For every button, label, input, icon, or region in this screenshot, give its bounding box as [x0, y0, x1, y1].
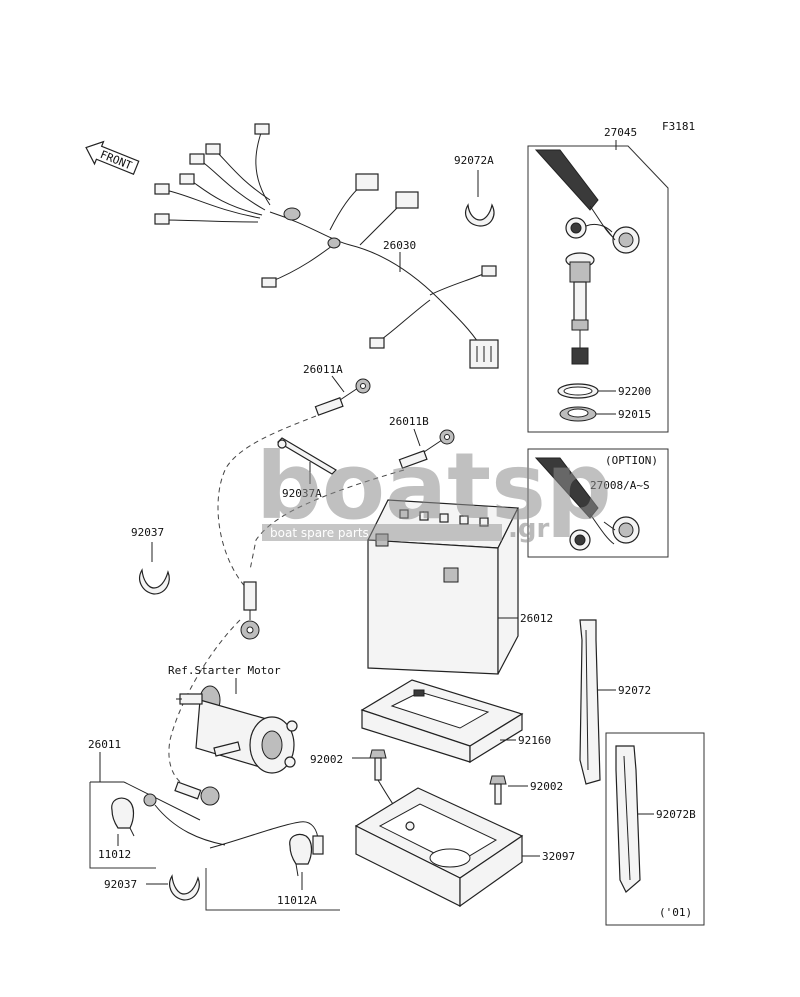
- year-note: ('01): [659, 906, 692, 919]
- callout-92037-upper: 92037: [131, 526, 164, 539]
- clamp-92037-upper-drawing: [139, 568, 170, 595]
- bolt-92002-right-drawing: [489, 775, 507, 805]
- front-arrow-icon: FRONT: [85, 140, 140, 176]
- cable-route-dashed: [217, 415, 317, 593]
- cable-26011b-drawing: [398, 429, 455, 469]
- strap-92072b-drawing: [615, 745, 641, 893]
- callout-92072: 92072: [618, 684, 651, 697]
- wire-harness-drawing: [154, 123, 499, 369]
- callout-26012: 26012: [520, 612, 553, 625]
- reference-label: Ref.Starter Motor: [168, 664, 281, 677]
- callout-27045: 27045: [604, 126, 637, 139]
- watermark-tagline: boat spare parts: [270, 526, 369, 540]
- battery-case-drawing: [354, 787, 524, 908]
- callout-11012: 11012: [98, 848, 131, 861]
- bolt-92002-left-drawing: [369, 749, 387, 781]
- cable-26011-bracket: [89, 782, 156, 869]
- starter-motor-drawing: [176, 685, 298, 774]
- callout-92002-left: 92002: [310, 753, 343, 766]
- callout-92200: 92200: [618, 385, 651, 398]
- watermark-logo: boatsp boat spare parts .gr: [256, 433, 612, 544]
- cap-11012-drawing: [111, 797, 135, 837]
- callout-26011: 26011: [88, 738, 121, 751]
- watermark-brand: boatsp: [256, 433, 612, 540]
- callout-92160: 92160: [518, 734, 551, 747]
- cap-11012a-drawing: [289, 833, 313, 877]
- lanyard-key-drawing: [534, 149, 640, 254]
- keyswitch-group-box: [527, 145, 669, 433]
- ring-92200-drawing: [557, 383, 599, 399]
- callout-92037-lower: 92037: [104, 878, 137, 891]
- figure-code: F3181: [662, 120, 695, 133]
- callout-26011b: 26011B: [389, 415, 429, 428]
- callout-92002-right: 92002: [530, 780, 563, 793]
- callout-92015: 92015: [618, 408, 651, 421]
- option-lanyard-drawing: [534, 457, 640, 551]
- clamp-92037-lower-drawing: [169, 874, 200, 901]
- nut-92015-drawing: [559, 406, 597, 422]
- cable-terminal-drawing: [240, 581, 260, 640]
- option-group-box: [527, 448, 669, 558]
- strap-92072b-box: [605, 732, 705, 926]
- callout-92037a-upper: 92037A: [282, 487, 322, 500]
- callout-32097: 32097: [542, 850, 575, 863]
- band-92037a-drawing: [277, 437, 337, 475]
- callout-11012a: 11012A: [277, 894, 317, 907]
- callout-92072a: 92072A: [454, 154, 494, 167]
- clamp-92072a-drawing: [465, 203, 495, 227]
- callout-26011a: 26011A: [303, 363, 343, 376]
- callout-92072b: 92072B: [656, 808, 696, 821]
- cable-26011a-drawing: [314, 378, 371, 416]
- stop-switch-drawing: [565, 252, 595, 365]
- watermark-tld: .gr: [508, 514, 549, 544]
- callout-26030: 26030: [383, 239, 416, 252]
- strap-92072-drawing: [579, 619, 601, 785]
- battery-tray-drawing: [360, 679, 524, 764]
- option-label: (OPTION): [605, 454, 658, 467]
- callout-27008: 27008/A~S: [590, 479, 650, 492]
- starter-cable-drawing: [143, 781, 324, 855]
